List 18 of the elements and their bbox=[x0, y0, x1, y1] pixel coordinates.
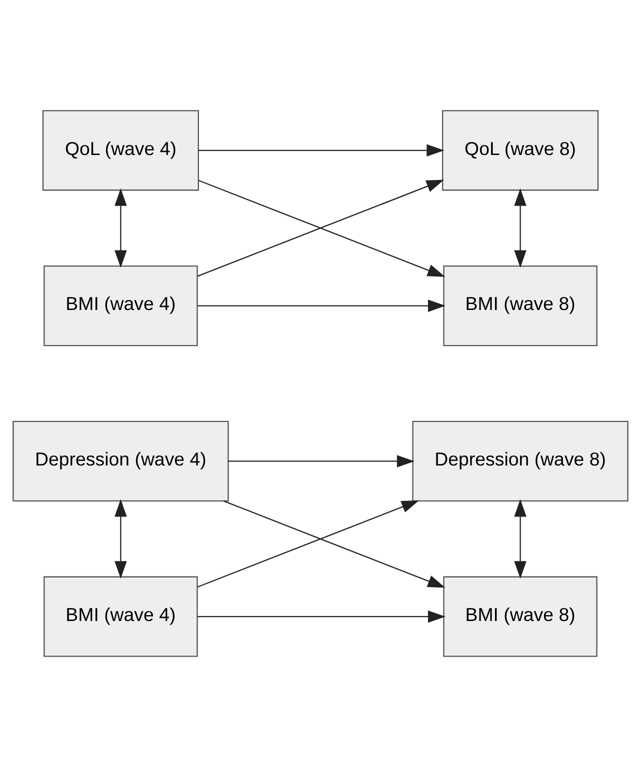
arrow bbox=[514, 498, 526, 578]
node-box: Depression (wave 4) bbox=[12, 420, 229, 501]
node-box: QoL (wave 8) bbox=[442, 110, 599, 190]
node-box: Depression (wave 8) bbox=[412, 420, 628, 501]
node-box: BMI (wave 8) bbox=[443, 265, 598, 346]
arrow bbox=[114, 498, 127, 578]
arrow bbox=[114, 188, 127, 268]
arrow bbox=[198, 299, 446, 312]
node-box: BMI (wave 8) bbox=[443, 576, 598, 656]
node-box: BMI (wave 4) bbox=[44, 576, 198, 656]
node-box: QoL (wave 4) bbox=[42, 110, 199, 190]
node-box: BMI (wave 4) bbox=[44, 265, 198, 346]
arrow bbox=[198, 144, 444, 156]
arrow bbox=[514, 188, 526, 268]
arrow bbox=[197, 500, 420, 588]
arrow bbox=[198, 610, 446, 622]
arrow bbox=[228, 454, 414, 467]
arrow bbox=[223, 500, 446, 588]
